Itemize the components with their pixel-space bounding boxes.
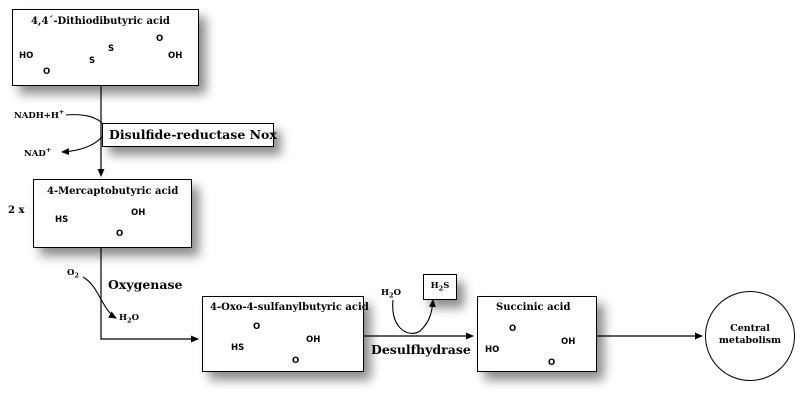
h2o-product-label: H2O [119,313,139,325]
oxo-o1-label: O [253,322,261,332]
succinic-o2-label: O [548,358,556,368]
mercaptobutyric-acid-box: 4-Mercaptobutyric acid [33,179,192,248]
o2-label: O2 [67,268,79,280]
mercapto-o-label: O [116,229,124,239]
nadh-label: NADH+H+ [14,108,65,121]
h2o-input-label: H2O [381,288,401,300]
mercapto-hs-label: HS [55,215,69,225]
dithio-ho-label: HO [19,51,34,61]
enzyme-nox-label: Disulfide-reductase Nox [109,127,277,142]
arrow-h2o-to-h2s [392,299,436,334]
succinic-oh-label: OH [561,337,576,347]
mercaptobutyric-acid-name: 4-Mercaptobutyric acid [47,186,179,197]
arrow-mercapto-to-oxo [100,248,199,343]
enzyme-nox-box: Disulfide-reductase Nox [102,123,277,147]
enzyme-desulfhydrase-label: Desulfhydrase [371,342,471,357]
dithio-o1-label: O [43,67,51,77]
h2s-box: H2S [423,274,457,300]
h2s-label: H2S [430,281,450,293]
succinic-acid-box: Succinic acid [477,296,597,372]
oxosulfanyl-acid-box: 4-Oxo-4-sulfanylbutyric acid [202,296,369,372]
dithiodibutyric-acid-name: 4,4´-Dithiodibutyric acid [31,16,170,27]
oxo-hs-label: HS [231,343,245,353]
mercapto-oh-label: OH [131,208,146,218]
arrow-nadh-to-nad [61,114,106,156]
nad-label: NAD+ [24,146,52,159]
dithio-oh-label: OH [168,51,183,61]
succinic-ho-label: HO [485,345,500,355]
oxo-o2-label: O [292,356,300,366]
succinic-o1-label: O [509,324,517,334]
succinic-acid-name: Succinic acid [496,302,571,313]
dithiodibutyric-acid-box: 4,4´-Dithiodibutyric acid [12,9,199,86]
enzyme-oxygenase-label: Oxygenase [108,277,183,292]
arrow-o2-to-h2o [82,276,117,319]
dithio-s2-label: S [108,44,115,54]
oxosulfanyl-acid-name: 4-Oxo-4-sulfanylbutyric acid [210,302,369,313]
dithio-s1-label: S [89,56,96,66]
stoichiometry-label: 2 x [8,205,25,216]
oxo-oh-label: OH [306,335,321,345]
dithio-o2-label: O [156,34,164,44]
